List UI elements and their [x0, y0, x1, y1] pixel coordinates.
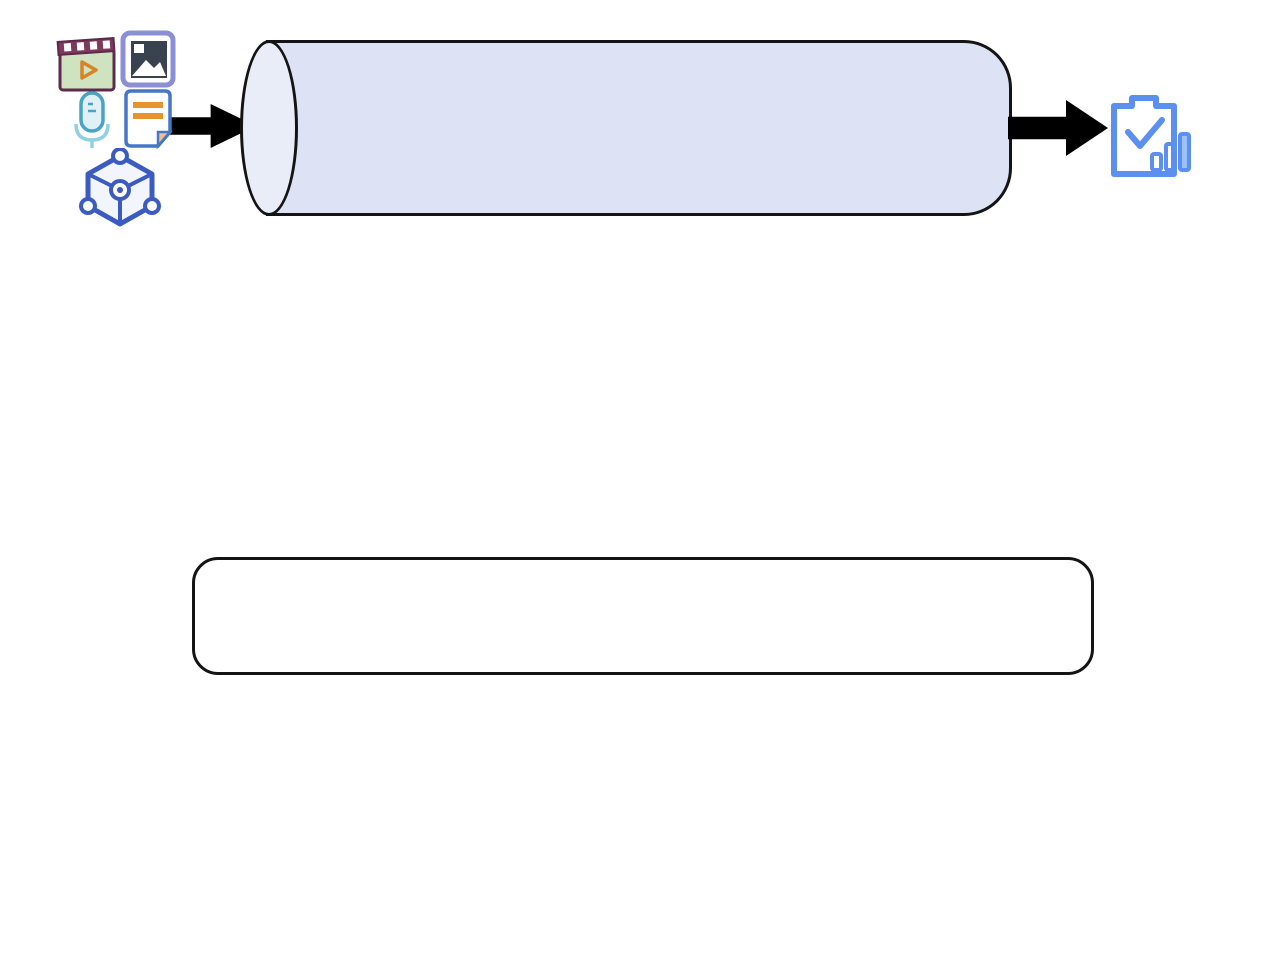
report-clipboard-icon: [1111, 95, 1191, 177]
microphone-icon: [74, 91, 110, 148]
image-icon: [120, 30, 176, 88]
workflow-cylinder: [266, 40, 1012, 216]
figure-diagram: [56, 30, 1191, 675]
workflow-cylinder-cap: [240, 40, 298, 216]
output-arrow: [1008, 100, 1108, 156]
video-icon: [56, 36, 116, 92]
legend-box: [192, 557, 1094, 675]
document-icon: [124, 89, 173, 150]
model-cube-icon: [79, 148, 161, 227]
